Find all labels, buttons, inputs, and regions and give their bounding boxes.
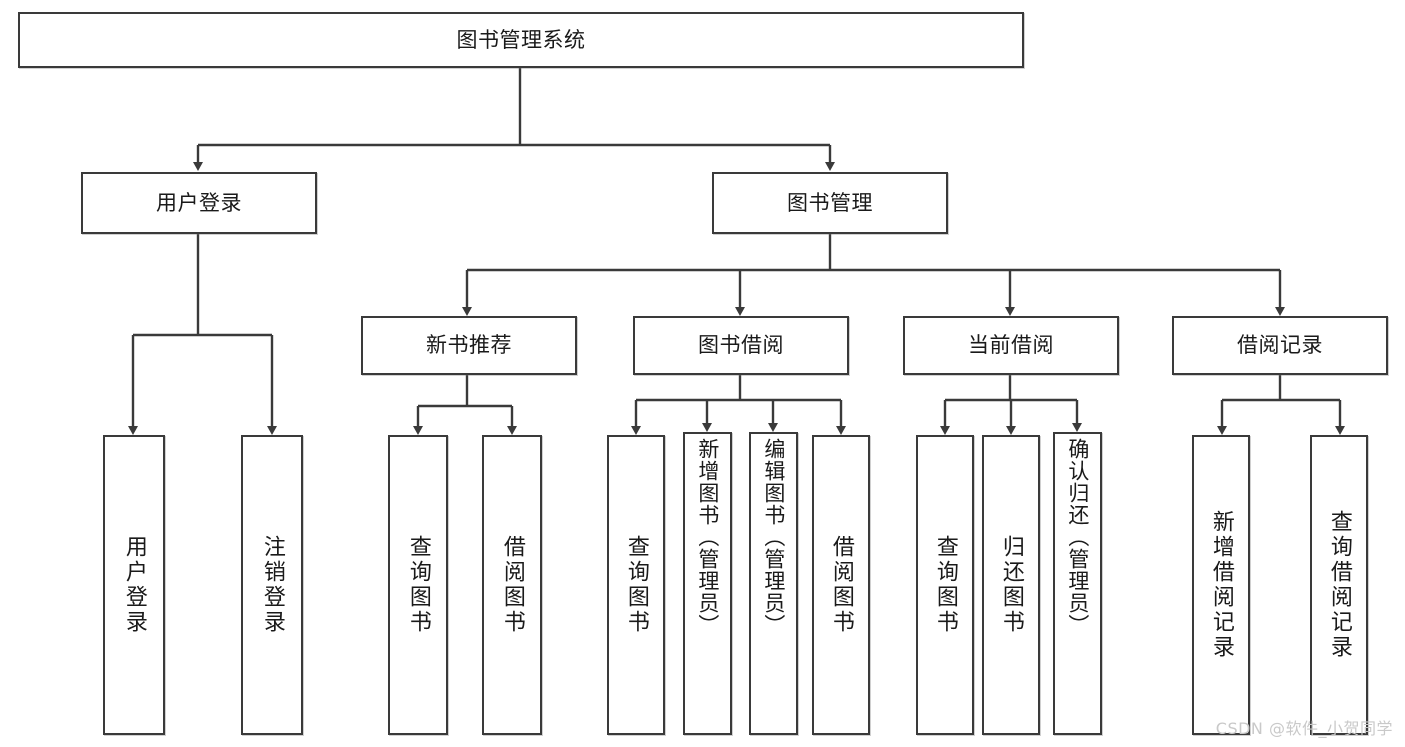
node-new-book-recommend[interactable]: 新书推荐 [361, 316, 577, 375]
node-current-borrow-label: 当前借阅 [968, 333, 1054, 358]
node-leaf-add-record[interactable]: 新增借阅记录 [1192, 435, 1250, 735]
node-leaf-borrow-book-1[interactable]: 借阅图书 [482, 435, 542, 735]
node-leaf-borrow-book-1-label: 借阅图书 [499, 535, 525, 635]
node-leaf-edit-book[interactable]: 编辑图书（管理员） [749, 432, 798, 735]
node-user-login-label: 用户登录 [156, 190, 242, 215]
node-leaf-return-book-label: 归还图书 [998, 535, 1024, 635]
node-book-borrow[interactable]: 图书借阅 [633, 316, 849, 375]
node-new-book-recommend-label: 新书推荐 [426, 333, 512, 358]
node-leaf-confirm-return[interactable]: 确认归还（管理员） [1053, 432, 1102, 735]
node-leaf-query-book-1-label: 查询图书 [405, 535, 431, 635]
node-leaf-query-book-3[interactable]: 查询图书 [916, 435, 974, 735]
node-root[interactable]: 图书管理系统 [18, 12, 1024, 68]
node-book-manage[interactable]: 图书管理 [712, 172, 948, 234]
watermark: CSDN @软件_小贺同学 [1215, 719, 1393, 738]
node-root-label: 图书管理系统 [456, 27, 586, 52]
node-leaf-query-record[interactable]: 查询借阅记录 [1310, 435, 1368, 735]
node-leaf-user-logout-label: 注销登录 [259, 535, 285, 635]
node-book-manage-label: 图书管理 [787, 190, 873, 215]
node-borrow-record-label: 借阅记录 [1237, 333, 1323, 358]
node-leaf-user-logout[interactable]: 注销登录 [241, 435, 303, 735]
node-leaf-add-record-label: 新增借阅记录 [1208, 510, 1234, 660]
node-leaf-query-book-3-label: 查询图书 [932, 535, 958, 635]
node-user-login[interactable]: 用户登录 [81, 172, 317, 234]
node-leaf-add-book[interactable]: 新增图书（管理员） [683, 432, 732, 735]
node-leaf-query-book-1[interactable]: 查询图书 [388, 435, 448, 735]
node-leaf-user-login[interactable]: 用户登录 [103, 435, 165, 735]
node-current-borrow[interactable]: 当前借阅 [903, 316, 1119, 375]
node-leaf-query-book-2[interactable]: 查询图书 [607, 435, 665, 735]
node-leaf-borrow-book-2-label: 借阅图书 [828, 535, 854, 635]
node-leaf-edit-book-label: 编辑图书（管理员） [761, 438, 786, 636]
node-leaf-add-book-label: 新增图书（管理员） [695, 438, 720, 636]
node-leaf-user-login-label: 用户登录 [121, 535, 147, 635]
node-leaf-query-record-label: 查询借阅记录 [1326, 510, 1352, 660]
node-leaf-return-book[interactable]: 归还图书 [982, 435, 1040, 735]
node-leaf-confirm-return-label: 确认归还（管理员） [1065, 438, 1090, 636]
node-borrow-record[interactable]: 借阅记录 [1172, 316, 1388, 375]
node-leaf-query-book-2-label: 查询图书 [623, 535, 649, 635]
node-leaf-borrow-book-2[interactable]: 借阅图书 [812, 435, 870, 735]
node-book-borrow-label: 图书借阅 [698, 333, 784, 358]
